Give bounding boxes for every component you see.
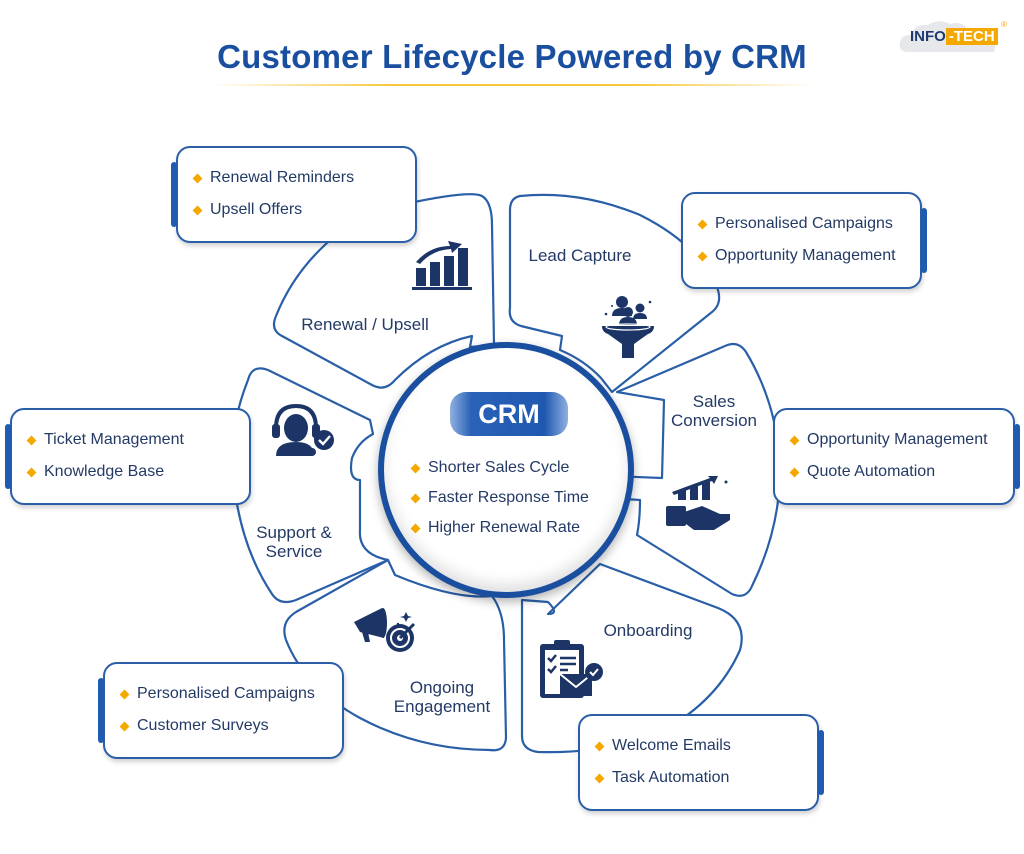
- crm-benefit: Shorter Sales Cycle: [410, 458, 589, 488]
- bullet-diamond-icon: [119, 721, 130, 732]
- list-item: Opportunity Management: [697, 246, 896, 278]
- funnel-people-icon: [602, 296, 654, 358]
- crm-benefit: Higher Renewal Rate: [410, 518, 589, 548]
- stage-label-onboarding: Onboarding: [603, 621, 693, 640]
- crm-benefits-list: Shorter Sales Cycle Faster Response Time…: [410, 458, 589, 548]
- card-lead-capture: Personalised Campaigns Opportunity Manag…: [681, 192, 927, 289]
- list-item: Opportunity Management: [789, 430, 988, 462]
- card-tab: [818, 730, 824, 795]
- clipboard-email-icon: [540, 640, 603, 698]
- card-onboarding: Welcome Emails Task Automation: [578, 714, 824, 811]
- crm-benefit: Faster Response Time: [410, 488, 589, 518]
- petal-lead-capture: [508, 193, 721, 394]
- list-item: Welcome Emails: [594, 736, 731, 768]
- card-ongoing-engagement: Personalised Campaigns Customer Surveys: [98, 662, 344, 759]
- bullet-diamond-icon: [697, 219, 708, 230]
- crm-hub: CRM Shorter Sales Cycle Faster Response …: [378, 342, 634, 598]
- megaphone-target-icon: [354, 608, 416, 652]
- card-tab: [5, 424, 11, 489]
- bullet-diamond-icon: [594, 773, 605, 784]
- bullet-diamond-icon: [26, 467, 37, 478]
- card-support-service: Ticket Management Knowledge Base: [5, 408, 251, 505]
- bullet-diamond-icon: [410, 523, 421, 534]
- list-item: Knowledge Base: [26, 462, 184, 494]
- bullet-diamond-icon: [192, 205, 203, 216]
- bullet-diamond-icon: [119, 689, 130, 700]
- bullet-diamond-icon: [26, 435, 37, 446]
- stage-label-sales-conversion: Sales Conversion: [671, 392, 757, 430]
- bullet-diamond-icon: [410, 463, 421, 474]
- crm-badge: CRM: [450, 392, 568, 436]
- card-tab: [171, 162, 177, 227]
- title-underline: [210, 84, 815, 86]
- list-item: Personalised Campaigns: [697, 214, 896, 246]
- bullet-diamond-icon: [410, 493, 421, 504]
- bullet-diamond-icon: [594, 741, 605, 752]
- growth-chart-icon: [412, 241, 472, 290]
- list-item: Personalised Campaigns: [119, 684, 315, 716]
- list-item: Quote Automation: [789, 462, 988, 494]
- list-item: Customer Surveys: [119, 716, 315, 748]
- card-tab: [98, 678, 104, 743]
- stage-label-ongoing-engagement: Ongoing Engagement: [393, 678, 491, 716]
- stage-label-renewal-upsell: Renewal / Upsell: [301, 315, 429, 334]
- logo-text-tech: TECH: [953, 28, 995, 45]
- page-title: Customer Lifecycle Powered by CRM: [217, 38, 807, 75]
- stage-label-support-service: Support & Service: [256, 523, 332, 561]
- list-item: Upsell Offers: [192, 200, 354, 232]
- handshake-growth-icon: [666, 476, 730, 530]
- list-item: Renewal Reminders: [192, 168, 354, 200]
- bullet-diamond-icon: [789, 467, 800, 478]
- headset-agent-icon: [272, 403, 334, 456]
- card-tab: [921, 208, 927, 273]
- bullet-diamond-icon: [192, 173, 203, 184]
- list-item: Ticket Management: [26, 430, 184, 462]
- registered-mark: ®: [1001, 20, 1007, 29]
- bullet-diamond-icon: [789, 435, 800, 446]
- logo-text-info: INFO: [910, 28, 946, 45]
- card-tab: [1014, 424, 1020, 489]
- list-item: Task Automation: [594, 768, 731, 800]
- petal-sales-conversion: [608, 342, 782, 597]
- info-tech-logo: INFO-TECH ®: [898, 18, 1008, 54]
- card-sales-conversion: Opportunity Management Quote Automation: [773, 408, 1020, 505]
- card-renewal-upsell: Renewal Reminders Upsell Offers: [171, 146, 417, 243]
- stage-label-lead-capture: Lead Capture: [528, 246, 632, 265]
- bullet-diamond-icon: [697, 251, 708, 262]
